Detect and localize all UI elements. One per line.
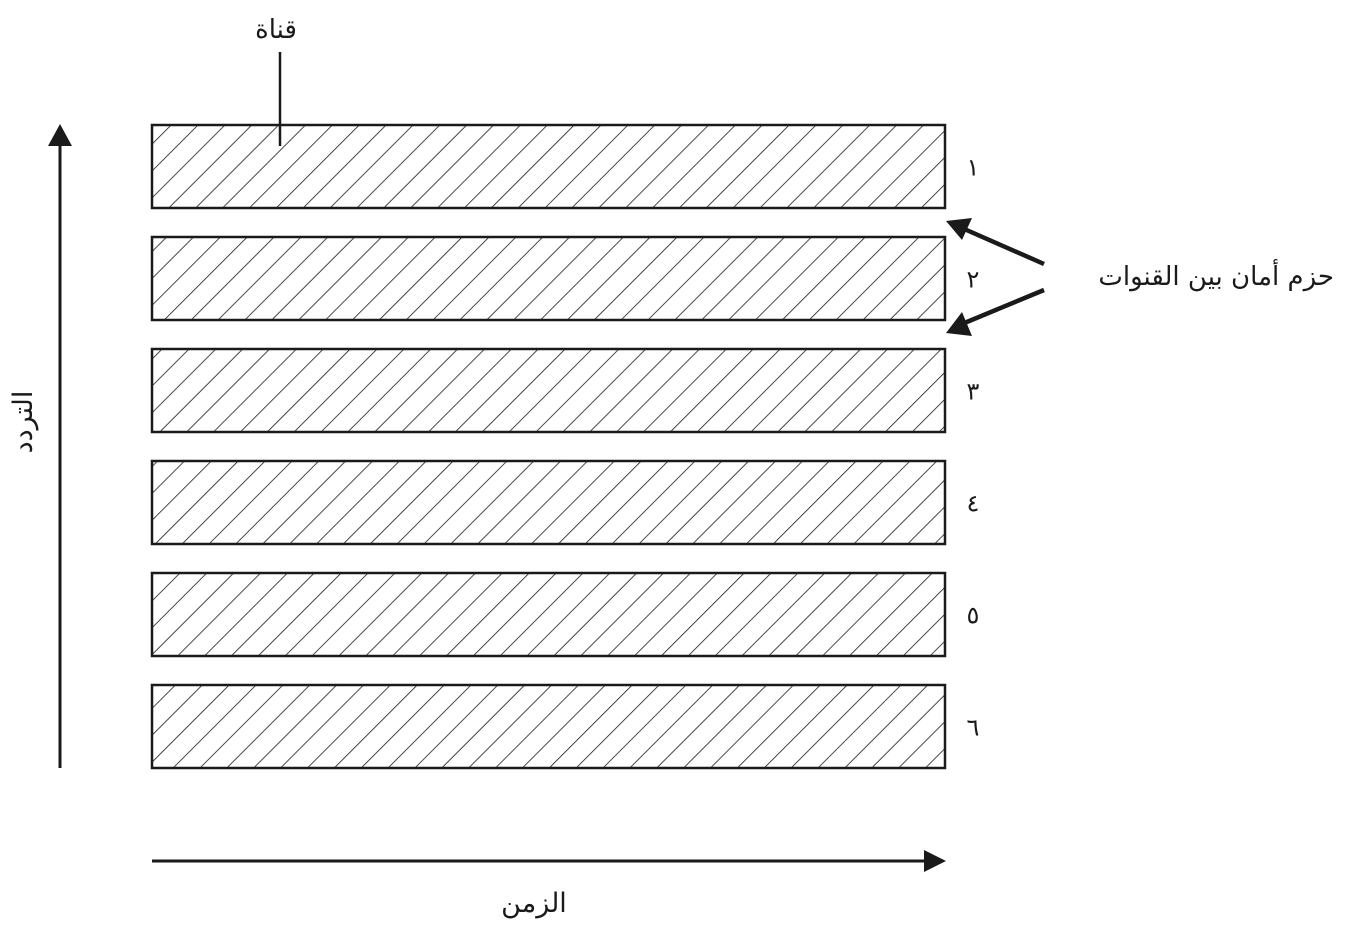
channel-band-rect (150, 235, 947, 322)
channel-callout: قناة (255, 15, 297, 146)
guard-bands-callout: حزم أمان بين القنوات (946, 218, 1334, 336)
channel-band-rect (150, 347, 947, 434)
channel-number: ٢ (967, 266, 980, 294)
channel-band-rect (150, 683, 947, 770)
channel-number: ١ (967, 154, 980, 182)
channel-label: قناة (255, 15, 297, 45)
guard-band-arrowhead-lower (946, 312, 972, 336)
channel-number: ٣ (967, 378, 980, 406)
channel-number: ٥ (967, 602, 980, 630)
guard-band-arrowhead-upper (946, 218, 972, 240)
frequency-axis-arrowhead (48, 124, 72, 146)
channel-band-rect (150, 459, 947, 546)
guard-band-arrow-lower (961, 287, 1045, 327)
channel-bands: ١ ٢ ٣ ٤ ٥ ٦ (150, 123, 980, 770)
channel-band: ٦ (150, 683, 980, 770)
guard-band-arrow-upper (961, 225, 1045, 267)
channel-band: ٥ (150, 571, 980, 658)
frequency-axis-label: التردد (8, 391, 39, 454)
time-axis-label: الزمن (501, 888, 567, 919)
time-axis: الزمن (152, 850, 946, 919)
channel-band-rect (150, 571, 947, 658)
channel-band: ٢ (150, 235, 980, 322)
channel-band: ٤ (150, 459, 980, 546)
channel-band: ١ (150, 123, 980, 210)
channel-band: ٣ (150, 347, 980, 434)
channel-band-rect (150, 123, 947, 210)
frequency-axis: التردد (8, 124, 72, 768)
channel-number: ٦ (967, 714, 980, 742)
guard-bands-label: حزم أمان بين القنوات (1098, 258, 1334, 292)
time-axis-arrowhead (924, 850, 946, 872)
channel-number: ٤ (967, 490, 980, 518)
